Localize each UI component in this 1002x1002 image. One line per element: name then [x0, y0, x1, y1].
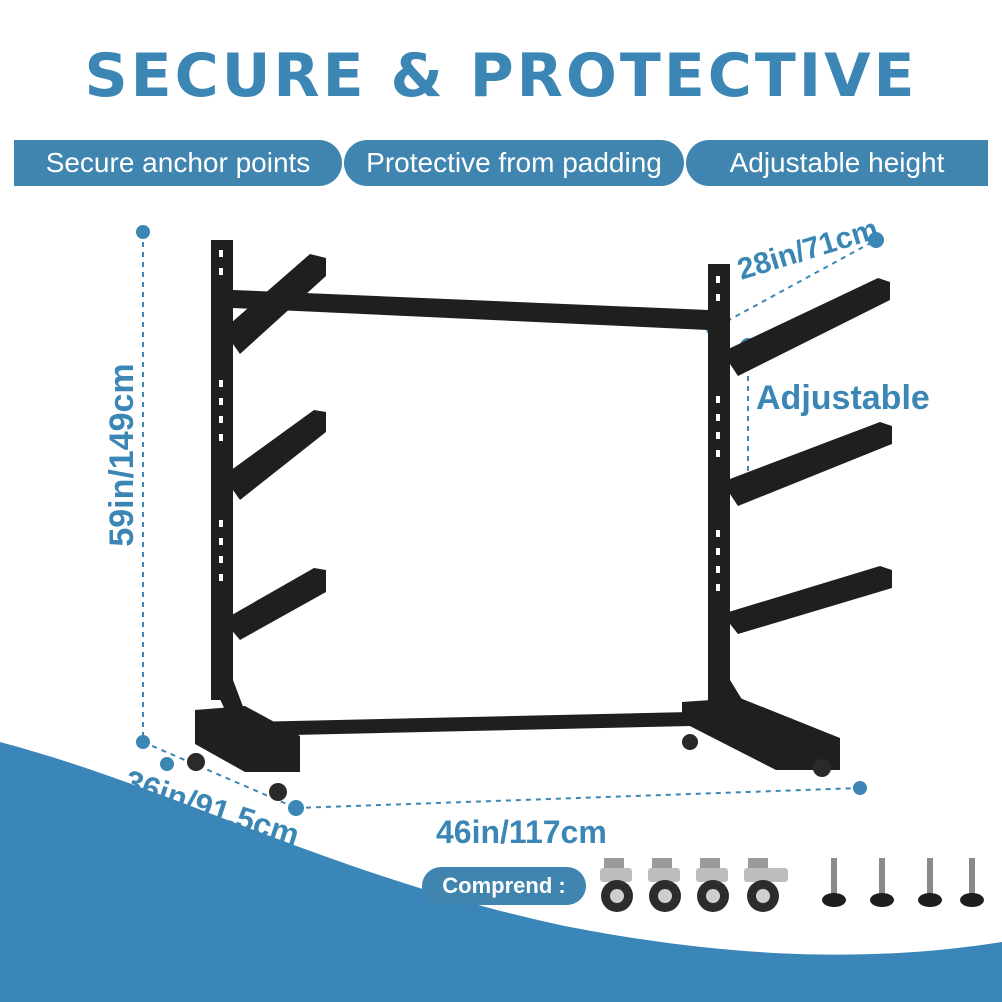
caster-wheel-icon [600, 858, 633, 912]
post-holes [219, 250, 720, 591]
caster-wheel-icon [744, 858, 788, 912]
width-dimension-label: 46in/117cm [436, 814, 607, 850]
caster-wheel-icon [696, 858, 729, 912]
feature-pill-height: Adjustable height [686, 140, 988, 186]
bottom-wave [0, 742, 1002, 1002]
leveling-foot-icon [960, 858, 984, 907]
leveling-foot-icon [822, 858, 846, 907]
height-dimension-label: 59in/149cm [103, 363, 141, 547]
leveling-foot-icon [918, 858, 942, 907]
caster-wheel-icon [648, 858, 681, 912]
feature-pill-anchor: Secure anchor points [14, 140, 342, 186]
feature-pill-padding: Protective from padding [344, 140, 684, 186]
caster-wheel-icons [600, 858, 788, 912]
rack-casters [187, 734, 831, 801]
rack-frame [195, 240, 892, 772]
leveling-foot-icons [822, 858, 984, 907]
adjustable-label: Adjustable [756, 379, 930, 417]
includes-label: Comprend : [422, 867, 586, 905]
leveling-foot-icon [870, 858, 894, 907]
page-title: SECURE & PROTECTIVE [84, 41, 918, 111]
